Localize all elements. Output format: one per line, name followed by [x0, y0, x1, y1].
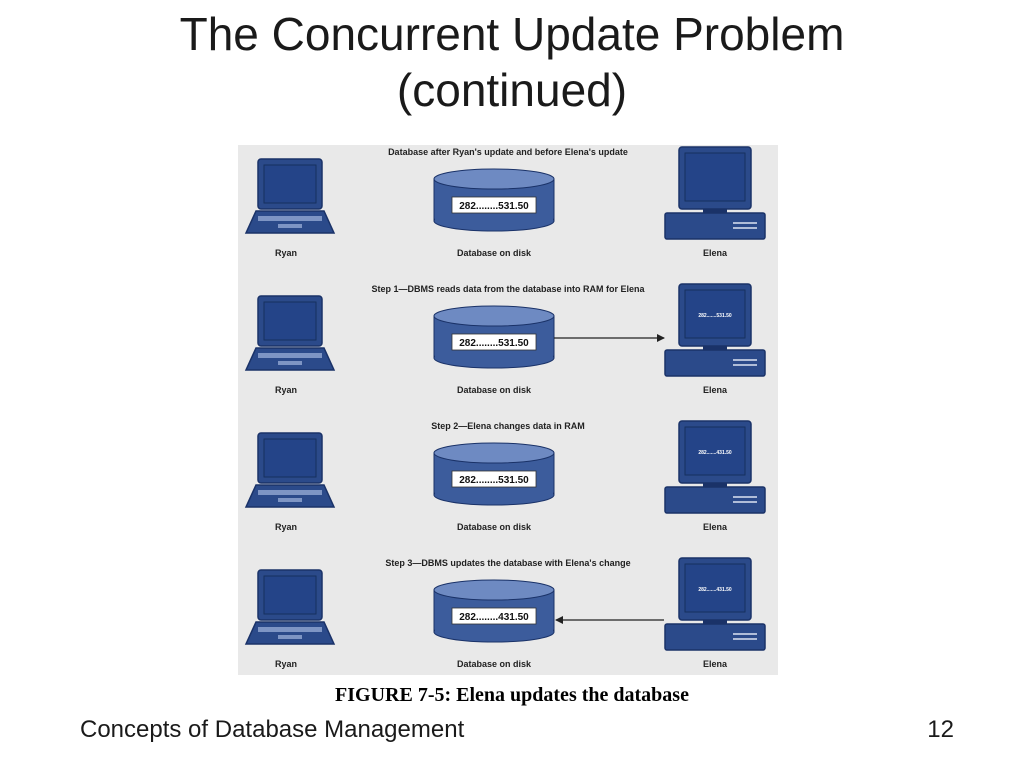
user-label-elena: Elena	[703, 522, 728, 532]
disk-top	[434, 580, 554, 600]
database-disk-icon: 282........431.50	[434, 580, 554, 642]
figure-panel: Step 2—Elena changes data in RAM 282.....…	[246, 421, 765, 532]
slide-title-line-1: The Concurrent Update Problem	[0, 6, 1024, 62]
slide-title: The Concurrent Update Problem (continued…	[0, 6, 1024, 118]
laptop-touchpad	[278, 224, 302, 228]
database-label: Database on disk	[457, 385, 532, 395]
system-unit	[665, 487, 765, 513]
user-label-elena: Elena	[703, 248, 728, 258]
desktop-computer-icon	[665, 147, 765, 239]
laptop-keyboard	[258, 627, 322, 632]
laptop-touchpad	[278, 361, 302, 365]
slide-title-line-2: (continued)	[0, 62, 1024, 118]
laptop-icon	[246, 296, 334, 370]
database-disk-icon: 282........531.50	[434, 306, 554, 368]
figure-diagram: Database after Ryan's update and before …	[238, 145, 778, 675]
user-label-ryan: Ryan	[275, 522, 297, 532]
desktop-computer-icon: 282.......531.50	[665, 284, 765, 376]
user-label-ryan: Ryan	[275, 659, 297, 669]
figure-panel: Step 1—DBMS reads data from the database…	[246, 284, 765, 395]
laptop-keyboard	[258, 490, 322, 495]
database-label: Database on disk	[457, 659, 532, 669]
database-value: 282........531.50	[459, 338, 529, 349]
screen-value: 282.......531.50	[698, 313, 732, 319]
panel-title: Step 3—DBMS updates the database with El…	[385, 558, 630, 568]
laptop-touchpad	[278, 635, 302, 639]
laptop-screen	[264, 302, 316, 340]
panel-title: Step 1—DBMS reads data from the database…	[371, 284, 645, 294]
laptop-touchpad	[278, 498, 302, 502]
user-label-ryan: Ryan	[275, 248, 297, 258]
panel-title: Step 2—Elena changes data in RAM	[431, 421, 585, 431]
database-value: 282........431.50	[459, 612, 529, 623]
system-unit	[665, 624, 765, 650]
screen-value: 282.......431.50	[698, 450, 732, 456]
laptop-screen	[264, 439, 316, 477]
user-label-elena: Elena	[703, 385, 728, 395]
laptop-base	[246, 348, 334, 370]
database-value: 282........531.50	[459, 201, 529, 212]
database-label: Database on disk	[457, 522, 532, 532]
database-disk-icon: 282........531.50	[434, 443, 554, 505]
panel-title: Database after Ryan's update and before …	[388, 147, 628, 157]
laptop-screen	[264, 165, 316, 203]
laptop-base	[246, 622, 334, 644]
page-number: 12	[927, 716, 954, 744]
laptop-icon	[246, 570, 334, 644]
screen-value: 282.......431.50	[698, 587, 732, 593]
laptop-base	[246, 485, 334, 507]
disk-top	[434, 443, 554, 463]
user-label-elena: Elena	[703, 659, 728, 669]
laptop-icon	[246, 433, 334, 507]
system-unit	[665, 350, 765, 376]
database-disk-icon: 282........531.50	[434, 169, 554, 231]
disk-top	[434, 306, 554, 326]
laptop-keyboard	[258, 353, 322, 358]
concurrent-update-figure: Database after Ryan's update and before …	[238, 145, 778, 675]
laptop-icon	[246, 159, 334, 233]
desktop-computer-icon: 282.......431.50	[665, 421, 765, 513]
disk-top	[434, 169, 554, 189]
laptop-keyboard	[258, 216, 322, 221]
figure-panel: Step 3—DBMS updates the database with El…	[246, 558, 765, 669]
figure-caption: FIGURE 7-5: Elena updates the database	[0, 684, 1024, 707]
desktop-computer-icon: 282.......431.50	[665, 558, 765, 650]
database-label: Database on disk	[457, 248, 532, 258]
database-value: 282........531.50	[459, 475, 529, 486]
footer-course-title: Concepts of Database Management	[80, 716, 464, 744]
laptop-base	[246, 211, 334, 233]
laptop-screen	[264, 576, 316, 614]
system-unit	[665, 213, 765, 239]
figure-panel: Database after Ryan's update and before …	[246, 147, 765, 258]
monitor-screen	[685, 153, 745, 201]
user-label-ryan: Ryan	[275, 385, 297, 395]
